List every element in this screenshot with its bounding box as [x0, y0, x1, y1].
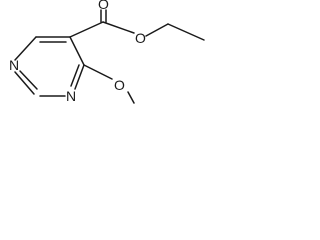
bond-carbonyl-o-ester [102, 21, 135, 34]
bond-c5-c4 [69, 36, 85, 66]
methoxy-group [83, 64, 135, 104]
chemical-structure-diagram: N N O O O [9, 0, 205, 104]
bond-c4-o-methoxy [83, 64, 113, 80]
atom-o-ester: O [135, 30, 146, 46]
bond-c4-n3-double [70, 64, 80, 87]
bond-c2-n1 [14, 71, 35, 95]
bond-c2-n1-double [19, 70, 38, 90]
bond-ch2-ch3 [167, 23, 205, 41]
bond-o-ester-ch2 [145, 23, 169, 37]
bond-c5-carbonyl [69, 21, 104, 38]
atom-n-top: N [9, 57, 19, 73]
bond-c4-n3 [74, 64, 85, 90]
bond-n1-c-top [14, 36, 37, 61]
bond-o-methoxy-ch3 [127, 91, 135, 104]
atom-o-methoxy: O [114, 77, 125, 93]
ethyl-ester-group [69, 9, 205, 41]
pyrimidine-ring [14, 36, 85, 97]
atom-o-carbonyl: O [98, 0, 109, 12]
atom-n-bottom: N [66, 88, 76, 104]
